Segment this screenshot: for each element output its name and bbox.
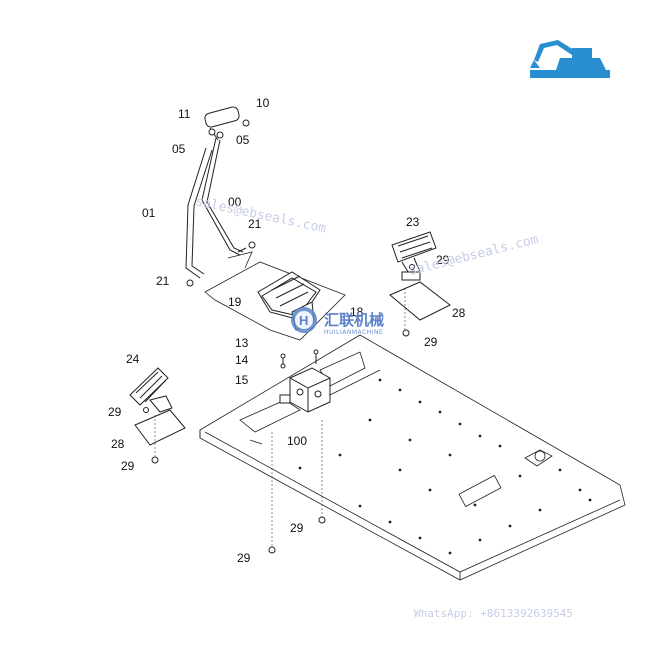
callout-23: 23	[406, 215, 420, 229]
callout-14: 14	[235, 353, 249, 367]
callout-10: 10	[256, 96, 270, 110]
plate-holes	[298, 378, 592, 555]
svg-text:H: H	[299, 313, 308, 328]
pedal-24	[129, 367, 186, 464]
callout-28-left: 28	[111, 437, 125, 451]
callout-13: 13	[235, 336, 249, 350]
floor-plate	[199, 334, 626, 581]
callout-24: 24	[126, 352, 140, 366]
callout-28-right: 28	[452, 306, 466, 320]
callout-29-left-bottom: 29	[121, 459, 135, 473]
console-plate	[204, 251, 346, 341]
callout-00: 00	[228, 195, 242, 209]
callout-100: 100	[287, 434, 307, 448]
bolt-21-a	[237, 241, 256, 253]
pedal-23	[389, 231, 451, 337]
callout-21-lower: 21	[156, 274, 170, 288]
brand-name-cn: 汇联机械	[324, 311, 384, 329]
joystick-cables	[185, 127, 244, 279]
joystick-grip	[204, 106, 250, 139]
callout-29-right-top: 29	[436, 253, 450, 267]
callout-18: 18	[350, 305, 364, 319]
bolt-21-b	[186, 279, 194, 287]
leader-lines	[154, 288, 406, 548]
callout-05-right: 05	[236, 133, 250, 147]
watermark-whatsapp: WhatsApp: +8613392639545	[414, 607, 573, 620]
callout-29-bottom-left: 29	[237, 551, 251, 565]
callout-05-left: 05	[172, 142, 186, 156]
callout-01: 01	[142, 206, 156, 220]
callout-29-right-bottom: 29	[424, 335, 438, 349]
callout-29-left-top: 29	[108, 405, 122, 419]
callout-19: 19	[228, 295, 242, 309]
callout-11: 11	[178, 107, 191, 121]
valve-100	[279, 349, 331, 413]
callout-15: 15	[235, 373, 249, 387]
bolt-29-lower	[268, 516, 326, 554]
callout-21-upper: 21	[248, 217, 262, 231]
excavator-icon	[530, 40, 610, 80]
callout-labels: 11 10 05 05 00 01 21 21 23 29 28 29 19 1…	[108, 96, 466, 565]
brand-name-en: HUILIANMACHINE	[324, 329, 383, 336]
huilian-logo-icon: H	[291, 307, 317, 333]
callout-29-bottom-mid: 29	[290, 521, 304, 535]
